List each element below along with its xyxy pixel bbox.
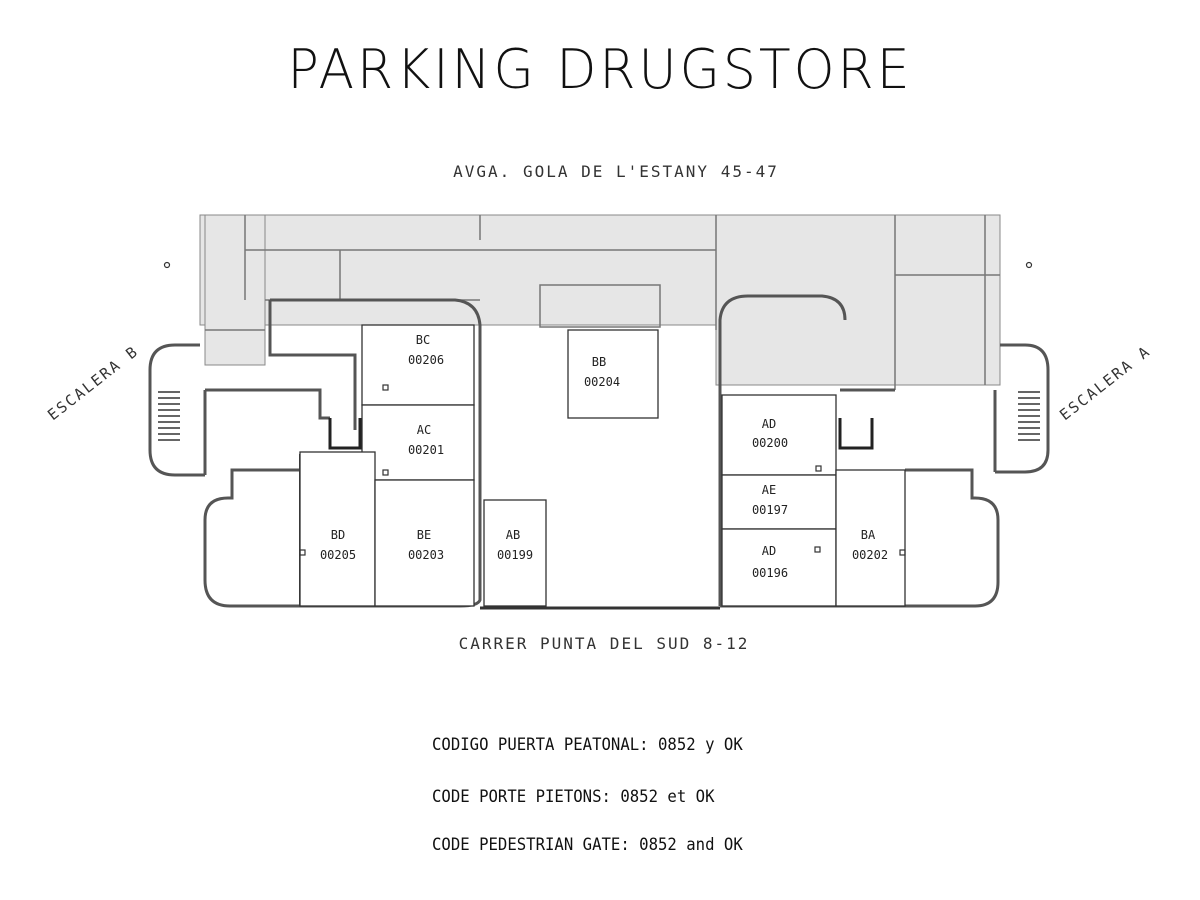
unit-box-ab — [483, 499, 547, 607]
page-title: PARKING DRUGSTORE — [287, 38, 913, 102]
unit-ab-letters: AB — [506, 528, 520, 542]
code-line-en: CODE PEDESTRIAN GATE: 0852 and OK — [432, 835, 743, 855]
unit-ad-top-letters: AD — [762, 417, 776, 431]
unit-ad-bottom-number: 00196 — [752, 566, 788, 580]
unit-bc-letters: BC — [416, 333, 430, 347]
unit-bd-letters: BD — [331, 528, 345, 542]
shaded-area — [199, 214, 1001, 386]
unit-ac-letters: AC — [417, 423, 431, 437]
street-label-top: AVGA. GOLA DE L'ESTANY 45-47 — [453, 162, 779, 181]
unit-ae-number: 00197 — [752, 503, 788, 517]
unit-ba-number: 00202 — [852, 548, 888, 562]
code-line-fr: CODE PORTE PIETONS: 0852 et OK — [432, 787, 715, 807]
unit-ab-number: 00199 — [497, 548, 533, 562]
unit-box-ac — [361, 404, 475, 481]
unit-ba-letters: BA — [861, 528, 876, 542]
unit-bb-letters: BB — [592, 355, 606, 369]
unit-bd-number: 00205 — [320, 548, 356, 562]
unit-ad-bottom-letters: AD — [762, 544, 776, 558]
unit-boxes — [299, 324, 906, 607]
code-line-es: CODIGO PUERTA PEATONAL: 0852 y OK — [432, 735, 743, 755]
unit-box-bc — [361, 324, 475, 406]
left-wing — [148, 298, 482, 608]
unit-bc-number: 00206 — [408, 353, 444, 367]
stair-left — [158, 391, 180, 441]
unit-box-ad-bottom — [721, 528, 837, 607]
markers — [163, 261, 1033, 556]
unit-box-ad-top — [721, 394, 837, 476]
unit-box-bd — [299, 451, 376, 607]
street-label-bottom: CARRER PUNTA DEL SUD 8-12 — [458, 634, 750, 653]
unit-box-be — [374, 479, 475, 607]
elevator-shafts — [328, 418, 874, 450]
stair-right — [1018, 391, 1040, 441]
unit-bb-number: 00204 — [584, 375, 620, 389]
unit-be-number: 00203 — [408, 548, 444, 562]
right-wing — [718, 294, 1050, 608]
unit-ad-top-number: 00200 — [752, 436, 788, 450]
unit-be-letters: BE — [417, 528, 431, 542]
unit-labels: BC 00206 BB 00204 AC 00201 AD 00200 AE 0… — [320, 333, 888, 580]
unit-ac-number: 00201 — [408, 443, 444, 457]
unit-box-bb — [567, 329, 659, 419]
unit-box-ae — [721, 474, 837, 530]
unit-ae-letters: AE — [762, 483, 776, 497]
unit-box-ba — [835, 469, 906, 607]
